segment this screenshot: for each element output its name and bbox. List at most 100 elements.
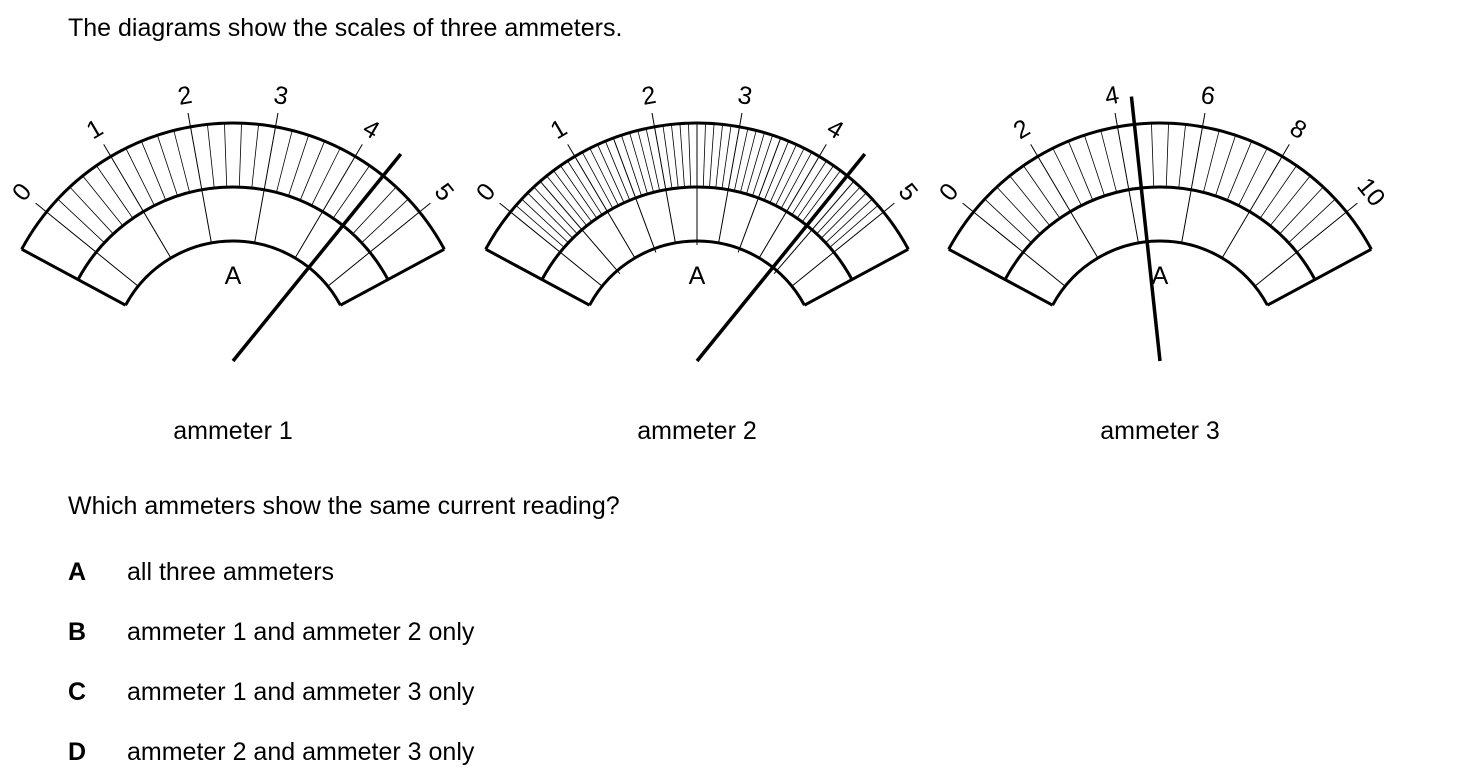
minor-tick <box>567 160 603 216</box>
ammeter-1-caption: ammeter 1 <box>173 417 293 445</box>
minor-tick <box>224 123 228 188</box>
minor-tick <box>1259 165 1297 219</box>
scale-label: 5 <box>893 178 924 206</box>
minor-tick <box>251 124 259 189</box>
minor-tick <box>141 141 167 201</box>
outer-arc <box>20 121 446 250</box>
minor-tick <box>361 198 409 244</box>
minor-tick <box>125 148 155 206</box>
minor-tick <box>276 130 293 193</box>
scale-label: 2 <box>176 81 195 111</box>
minor-tick <box>801 170 841 223</box>
minor-tick <box>238 123 242 188</box>
option-text: ammeter 1 and ammeter 2 only <box>127 618 475 646</box>
scale-label: 1 <box>546 114 572 145</box>
intro-text: The diagrams show the scales of three am… <box>68 14 623 42</box>
minor-tick <box>1151 123 1155 188</box>
minor-tick <box>1052 148 1082 206</box>
minor-tick <box>533 186 578 235</box>
scale-label: 4 <box>1103 81 1122 111</box>
minor-tick <box>996 186 1041 235</box>
minor-tick <box>679 123 685 188</box>
scale-end-right <box>339 247 446 307</box>
major-tick <box>567 144 636 259</box>
minor-tick <box>733 128 749 192</box>
minor-tick <box>1165 123 1169 188</box>
minor-tick <box>715 124 723 189</box>
minor-tick <box>597 144 625 203</box>
minor-tick <box>1023 165 1061 219</box>
ammeter-2-caption: ammeter 2 <box>637 417 757 445</box>
minor-tick <box>1100 130 1117 193</box>
option-text: ammeter 2 and ammeter 3 only <box>127 738 475 766</box>
major-tick <box>254 112 279 244</box>
minor-tick <box>332 165 370 219</box>
minor-tick <box>560 165 598 219</box>
minor-tick <box>1009 175 1051 227</box>
minor-tick <box>1269 175 1311 227</box>
minor-tick <box>157 135 178 197</box>
question-text: Which ammeters show the same current rea… <box>68 492 620 520</box>
unit-label: A <box>225 262 242 290</box>
minor-tick <box>752 135 773 197</box>
minor-tick <box>57 198 105 244</box>
minor-tick <box>515 205 565 248</box>
needle <box>695 152 867 363</box>
option-text: ammeter 1 and ammeter 3 only <box>127 678 475 706</box>
scale-end-left <box>484 247 591 307</box>
option-text: all three ammeters <box>127 558 335 586</box>
major-tick <box>1254 202 1358 287</box>
scale-label: 3 <box>736 81 755 111</box>
minor-tick <box>721 125 732 189</box>
scale-label: 10 <box>1351 173 1390 212</box>
middle-arc <box>76 185 390 281</box>
minor-tick <box>352 186 397 235</box>
major-tick <box>294 144 363 259</box>
option-key: A <box>68 558 87 586</box>
scale-label: 0 <box>471 178 502 206</box>
mid-tick <box>612 137 657 253</box>
minor-tick <box>637 130 654 193</box>
minor-tick <box>688 123 692 188</box>
minor-tick <box>629 132 648 195</box>
major-tick <box>791 202 895 287</box>
minor-tick <box>984 198 1032 244</box>
major-tick <box>1114 112 1139 244</box>
scale-end-right <box>1266 247 1373 307</box>
minor-tick <box>1203 130 1220 193</box>
scale-label: 4 <box>358 114 384 145</box>
minor-tick <box>769 144 797 203</box>
needle <box>231 152 403 363</box>
minor-tick <box>1226 141 1252 201</box>
minor-tick <box>1084 135 1105 197</box>
mid-tick <box>737 137 782 253</box>
minor-tick <box>69 186 114 235</box>
major-tick <box>103 144 172 259</box>
major-tick <box>718 112 743 244</box>
scale-label: 2 <box>1009 114 1035 145</box>
mid-tick <box>773 180 855 275</box>
minor-tick <box>1215 135 1236 197</box>
scale-label: 3 <box>272 81 291 111</box>
minor-tick <box>82 175 124 227</box>
major-tick <box>187 112 212 244</box>
minor-tick <box>605 141 631 201</box>
major-tick <box>1221 144 1290 259</box>
minor-tick <box>1279 186 1324 235</box>
scale-label: 2 <box>640 81 659 111</box>
minor-tick <box>820 192 867 239</box>
needle <box>1129 96 1162 362</box>
minor-tick <box>311 148 341 206</box>
minor-tick <box>816 186 861 235</box>
option-key: B <box>68 618 87 646</box>
minor-tick <box>621 135 642 197</box>
option-key: D <box>68 738 87 766</box>
minor-tick <box>1068 141 1094 201</box>
